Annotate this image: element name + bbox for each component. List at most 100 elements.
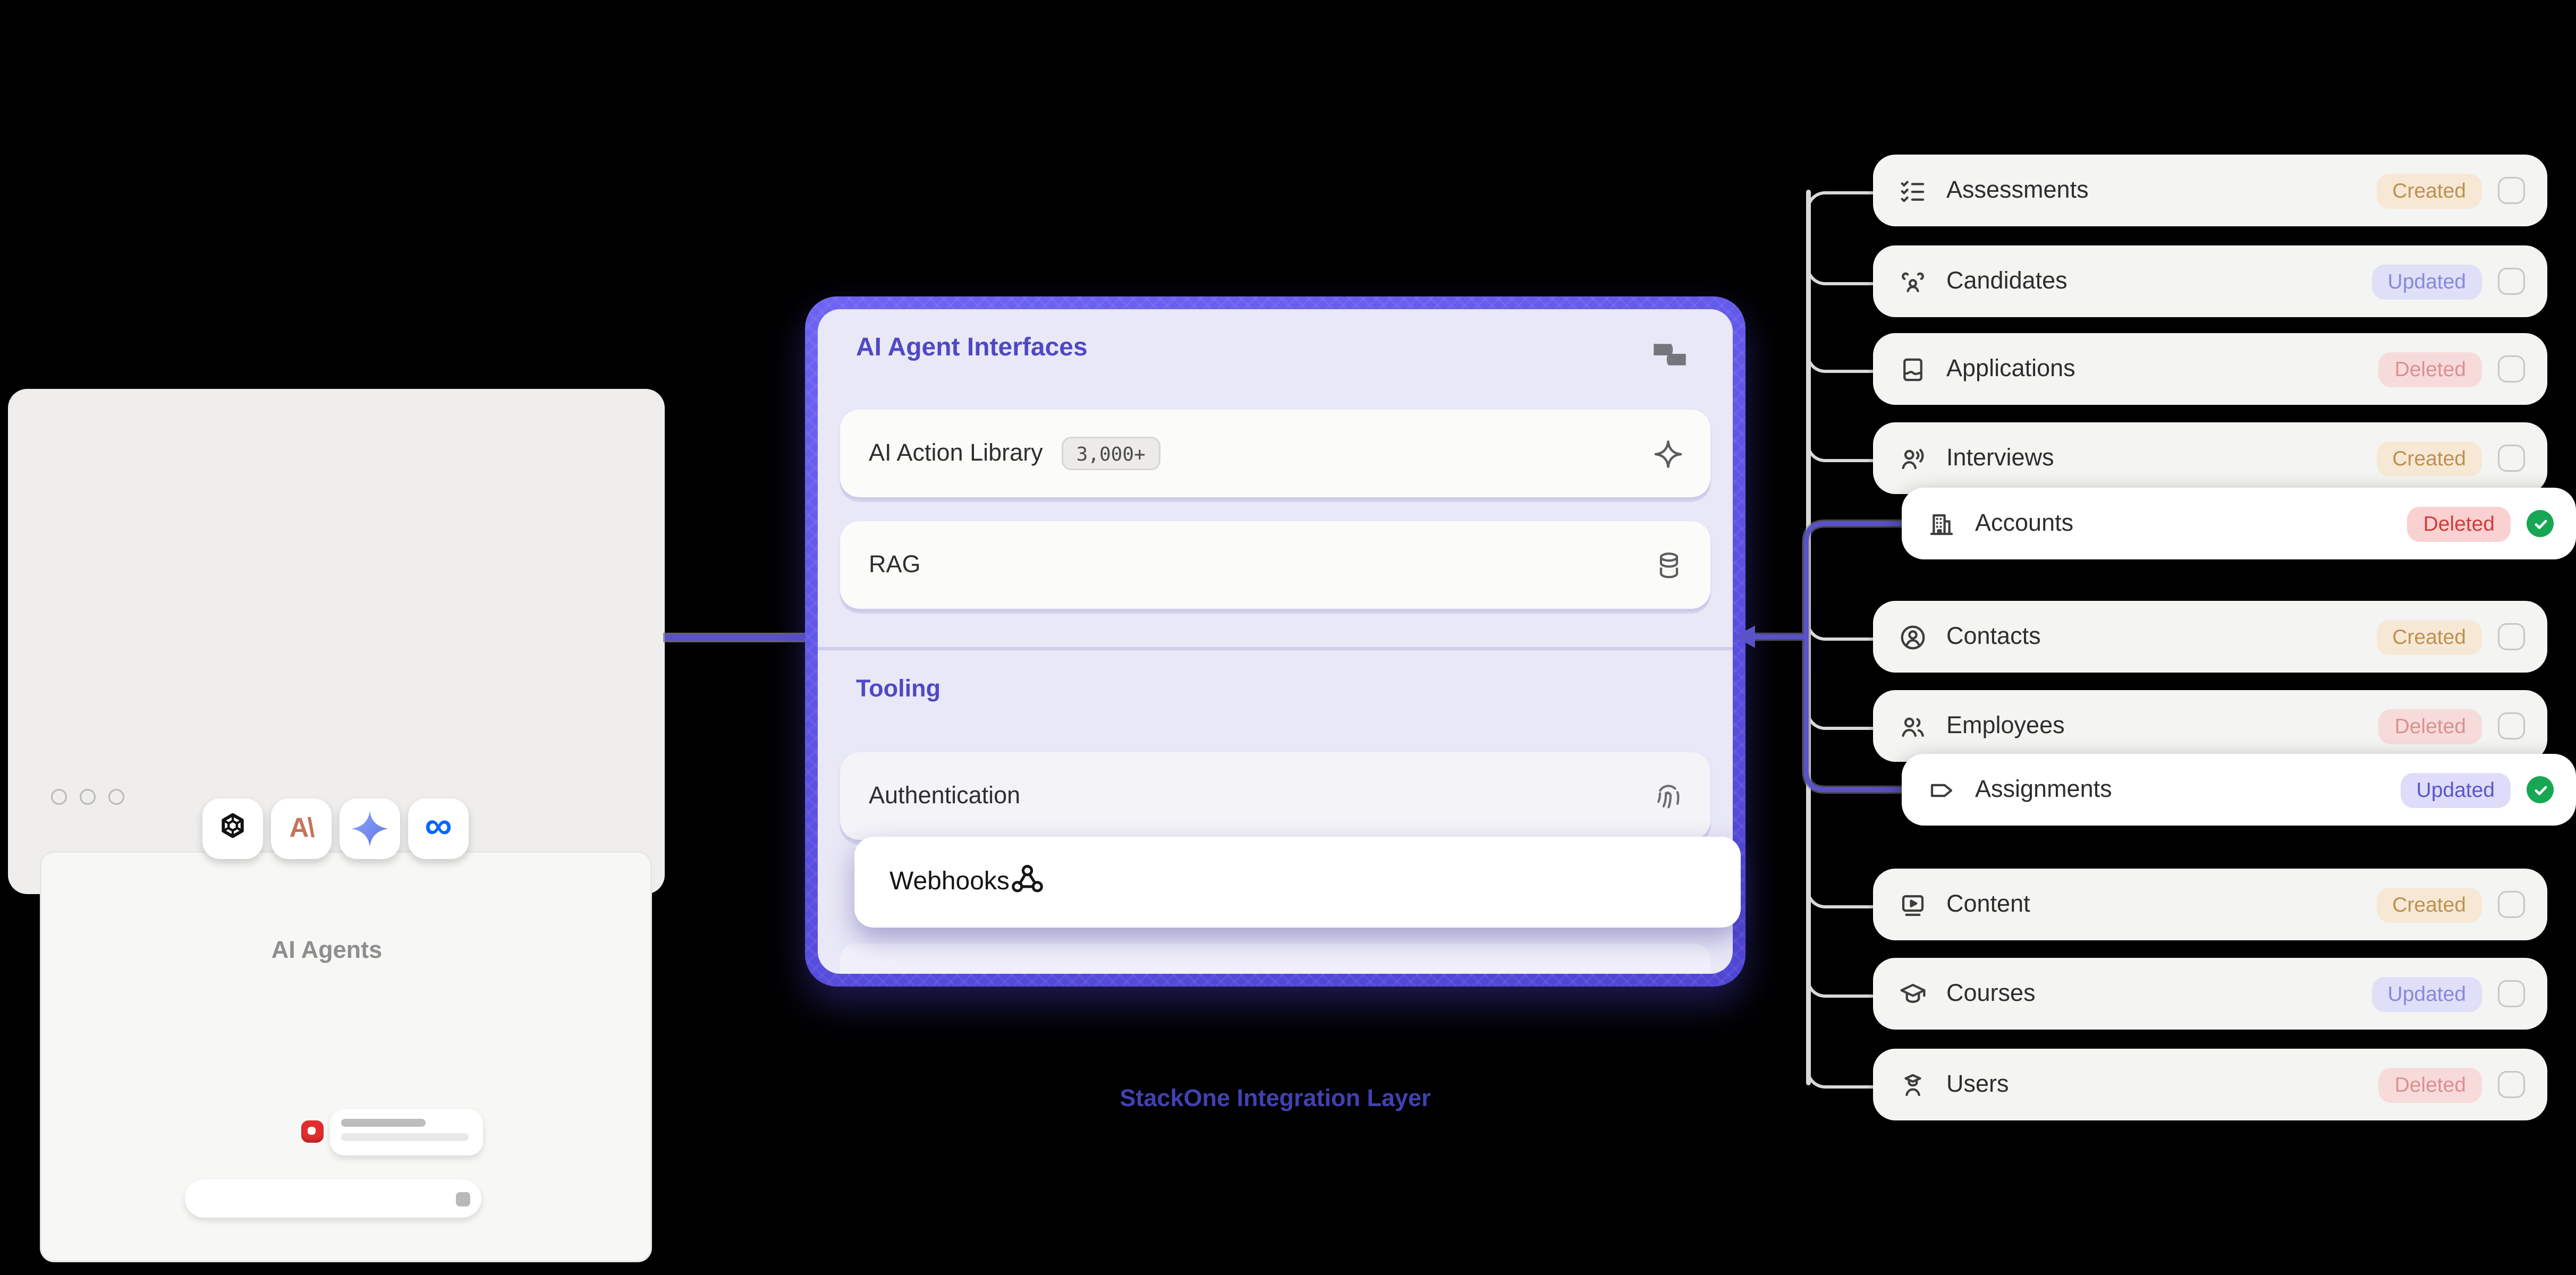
checkbox-empty[interactable] xyxy=(2498,980,2525,1007)
count-badge: 3,000+ xyxy=(1062,437,1160,470)
status-badge: Created xyxy=(2376,887,2482,922)
connector-elbow xyxy=(1806,257,1879,285)
chat-message-bubble xyxy=(330,1109,483,1155)
ai-provider-logos: A\ ∞ xyxy=(202,798,469,859)
checkbox-empty[interactable] xyxy=(2498,445,2525,472)
group-icon xyxy=(1899,267,1927,296)
entity-label: Accounts xyxy=(1975,510,2074,537)
window-controls[interactable] xyxy=(51,789,124,805)
entity-label: Users xyxy=(1946,1071,2009,1098)
row-label: RAG xyxy=(869,551,921,579)
entity-label: Employees xyxy=(1946,712,2065,740)
connector-agents-to-stackone xyxy=(665,633,807,640)
send-button[interactable] xyxy=(456,1192,470,1206)
connector-elbow xyxy=(1806,345,1879,372)
connector-elbow xyxy=(1806,880,1879,908)
checkbox-checked[interactable] xyxy=(2527,510,2554,537)
checkbox-empty[interactable] xyxy=(2498,1071,2525,1098)
checkbox-empty[interactable] xyxy=(2498,355,2525,382)
interface-row-authentication[interactable]: Authentication xyxy=(840,752,1710,840)
entity-row-accounts[interactable]: Accounts Deleted xyxy=(1902,488,2576,559)
connector-elbow xyxy=(1806,434,1879,462)
webhook-icon xyxy=(1010,860,1046,905)
entity-label: Applications xyxy=(1946,355,2075,382)
entity-row-content[interactable]: Content Created xyxy=(1873,869,2547,940)
window-dot-icon[interactable] xyxy=(108,789,124,805)
hidden-row-peek xyxy=(840,944,1710,974)
entity-row-applications[interactable]: Applications Deleted xyxy=(1873,333,2547,405)
employees-icon xyxy=(1899,712,1927,741)
status-badge: Created xyxy=(2376,173,2482,208)
entity-row-contacts[interactable]: Contacts Created xyxy=(1873,601,2547,673)
list-checks-icon xyxy=(1899,176,1927,205)
checkbox-empty[interactable] xyxy=(2498,177,2525,204)
tooling-section-title: Tooling xyxy=(856,676,941,703)
arrowhead-icon xyxy=(1734,625,1755,648)
message-line xyxy=(341,1133,469,1141)
entity-label: Content xyxy=(1946,891,2030,918)
sparkle-icon xyxy=(1651,437,1685,470)
row-label: Authentication xyxy=(869,783,1021,810)
checkbox-checked[interactable] xyxy=(2527,776,2554,803)
interface-row-ai-action-library[interactable]: AI Action Library 3,000+ xyxy=(840,410,1710,497)
row-label: Webhooks xyxy=(889,868,1010,895)
stackone-logo-icon xyxy=(1651,336,1688,381)
contact-icon xyxy=(1899,623,1927,651)
connector-elbow xyxy=(1806,970,1879,997)
graduation-cap-icon xyxy=(1899,980,1927,1008)
interface-row-webhooks[interactable]: Webhooks xyxy=(854,837,1741,928)
database-icon xyxy=(1653,549,1685,581)
entity-label: Contacts xyxy=(1946,623,2041,650)
entity-row-candidates[interactable]: Candidates Updated xyxy=(1873,245,2547,317)
status-badge: Created xyxy=(2376,619,2482,654)
entity-label: Candidates xyxy=(1946,268,2067,295)
status-badge: Updated xyxy=(2371,976,2482,1012)
ai-agents-window: A\ ∞ xyxy=(8,389,665,1262)
checkbox-empty[interactable] xyxy=(2498,891,2525,918)
connector-elbow xyxy=(1806,1060,1879,1088)
message-line xyxy=(341,1119,426,1126)
checkbox-empty[interactable] xyxy=(2498,623,2525,650)
window-dot-icon[interactable] xyxy=(80,789,96,805)
row-label: AI Action Library xyxy=(869,440,1043,467)
entity-label: Assessments xyxy=(1946,177,2089,204)
entity-label: Assignments xyxy=(1975,776,2112,803)
entity-label: Interviews xyxy=(1946,445,2054,472)
interview-icon xyxy=(1899,444,1927,473)
entity-label: Courses xyxy=(1946,980,2036,1007)
meta-icon: ∞ xyxy=(408,798,469,859)
left-card-caption: AI Agents xyxy=(271,937,383,964)
entity-row-employees[interactable]: Employees Deleted xyxy=(1873,690,2547,762)
section-divider xyxy=(818,647,1733,650)
chat-avatar xyxy=(301,1120,323,1142)
openai-icon xyxy=(202,798,263,859)
connector-highlight-path xyxy=(1734,519,1909,794)
building-icon xyxy=(1927,509,1956,538)
tag-icon xyxy=(1927,776,1956,804)
checkbox-empty[interactable] xyxy=(2498,268,2525,295)
anthropic-icon: A\ xyxy=(271,798,332,859)
status-badge: Deleted xyxy=(2378,1067,2482,1102)
entity-row-courses[interactable]: Courses Updated xyxy=(1873,958,2547,1030)
gemini-icon xyxy=(340,798,400,859)
student-icon xyxy=(1899,1070,1927,1099)
window-dot-icon[interactable] xyxy=(51,789,67,805)
status-badge: Updated xyxy=(2371,264,2482,299)
entity-row-users[interactable]: Users Deleted xyxy=(1873,1049,2547,1120)
checkbox-empty[interactable] xyxy=(2498,712,2525,740)
stackone-caption: StackOne Integration Layer xyxy=(1120,1085,1431,1112)
interface-row-rag[interactable]: RAG xyxy=(840,521,1710,609)
application-icon xyxy=(1899,355,1927,384)
connector-elbow xyxy=(1806,190,1879,218)
stackone-card-title: AI Agent Interfaces xyxy=(856,335,1088,362)
status-badge: Deleted xyxy=(2378,351,2482,387)
entity-row-interviews[interactable]: Interviews Created xyxy=(1873,422,2547,494)
entity-row-assessments[interactable]: Assessments Created xyxy=(1873,155,2547,226)
status-badge: Deleted xyxy=(2407,506,2511,541)
status-badge: Created xyxy=(2376,440,2482,476)
chat-input[interactable] xyxy=(185,1179,481,1218)
screen-play-icon xyxy=(1899,890,1927,919)
status-badge: Deleted xyxy=(2378,708,2482,744)
